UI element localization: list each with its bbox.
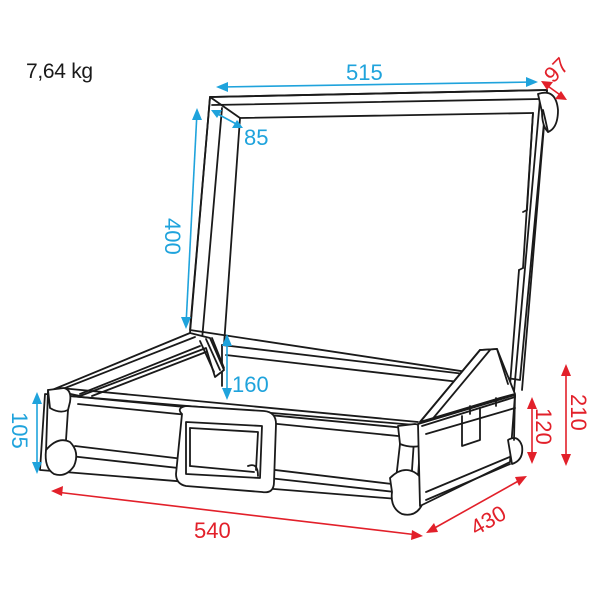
interior-dimensions: 515 85 400 160 105 bbox=[7, 60, 538, 474]
dim-lid-width-label: 515 bbox=[346, 60, 383, 85]
dim-lid-frame-label: 85 bbox=[244, 125, 268, 150]
weight-label: 7,64 kg bbox=[26, 60, 93, 83]
dim-front-height-label: 105 bbox=[7, 412, 32, 449]
dim-lid-frame: 85 bbox=[211, 110, 268, 150]
flight-case-drawing bbox=[39, 89, 559, 516]
dim-width-label: 540 bbox=[194, 518, 231, 543]
dim-lid-height: 400 bbox=[160, 108, 202, 329]
dim-base-height-label: 120 bbox=[531, 408, 556, 445]
dim-front-height: 105 bbox=[7, 392, 42, 474]
dim-base-depth: 160 bbox=[222, 334, 269, 400]
dim-total-height-label: 210 bbox=[566, 394, 591, 431]
case-lid bbox=[189, 89, 559, 393]
dim-lid-width: 515 bbox=[216, 60, 538, 92]
case-handle bbox=[175, 405, 277, 494]
dim-lid-height-label: 400 bbox=[160, 218, 185, 255]
dim-width: 540 bbox=[51, 486, 423, 543]
dim-base-depth-label: 160 bbox=[232, 372, 269, 397]
case-base-interior bbox=[51, 332, 516, 423]
dim-total-height: 210 bbox=[561, 364, 591, 466]
case-base-side bbox=[417, 394, 524, 507]
dim-base-height: 120 bbox=[527, 397, 556, 464]
